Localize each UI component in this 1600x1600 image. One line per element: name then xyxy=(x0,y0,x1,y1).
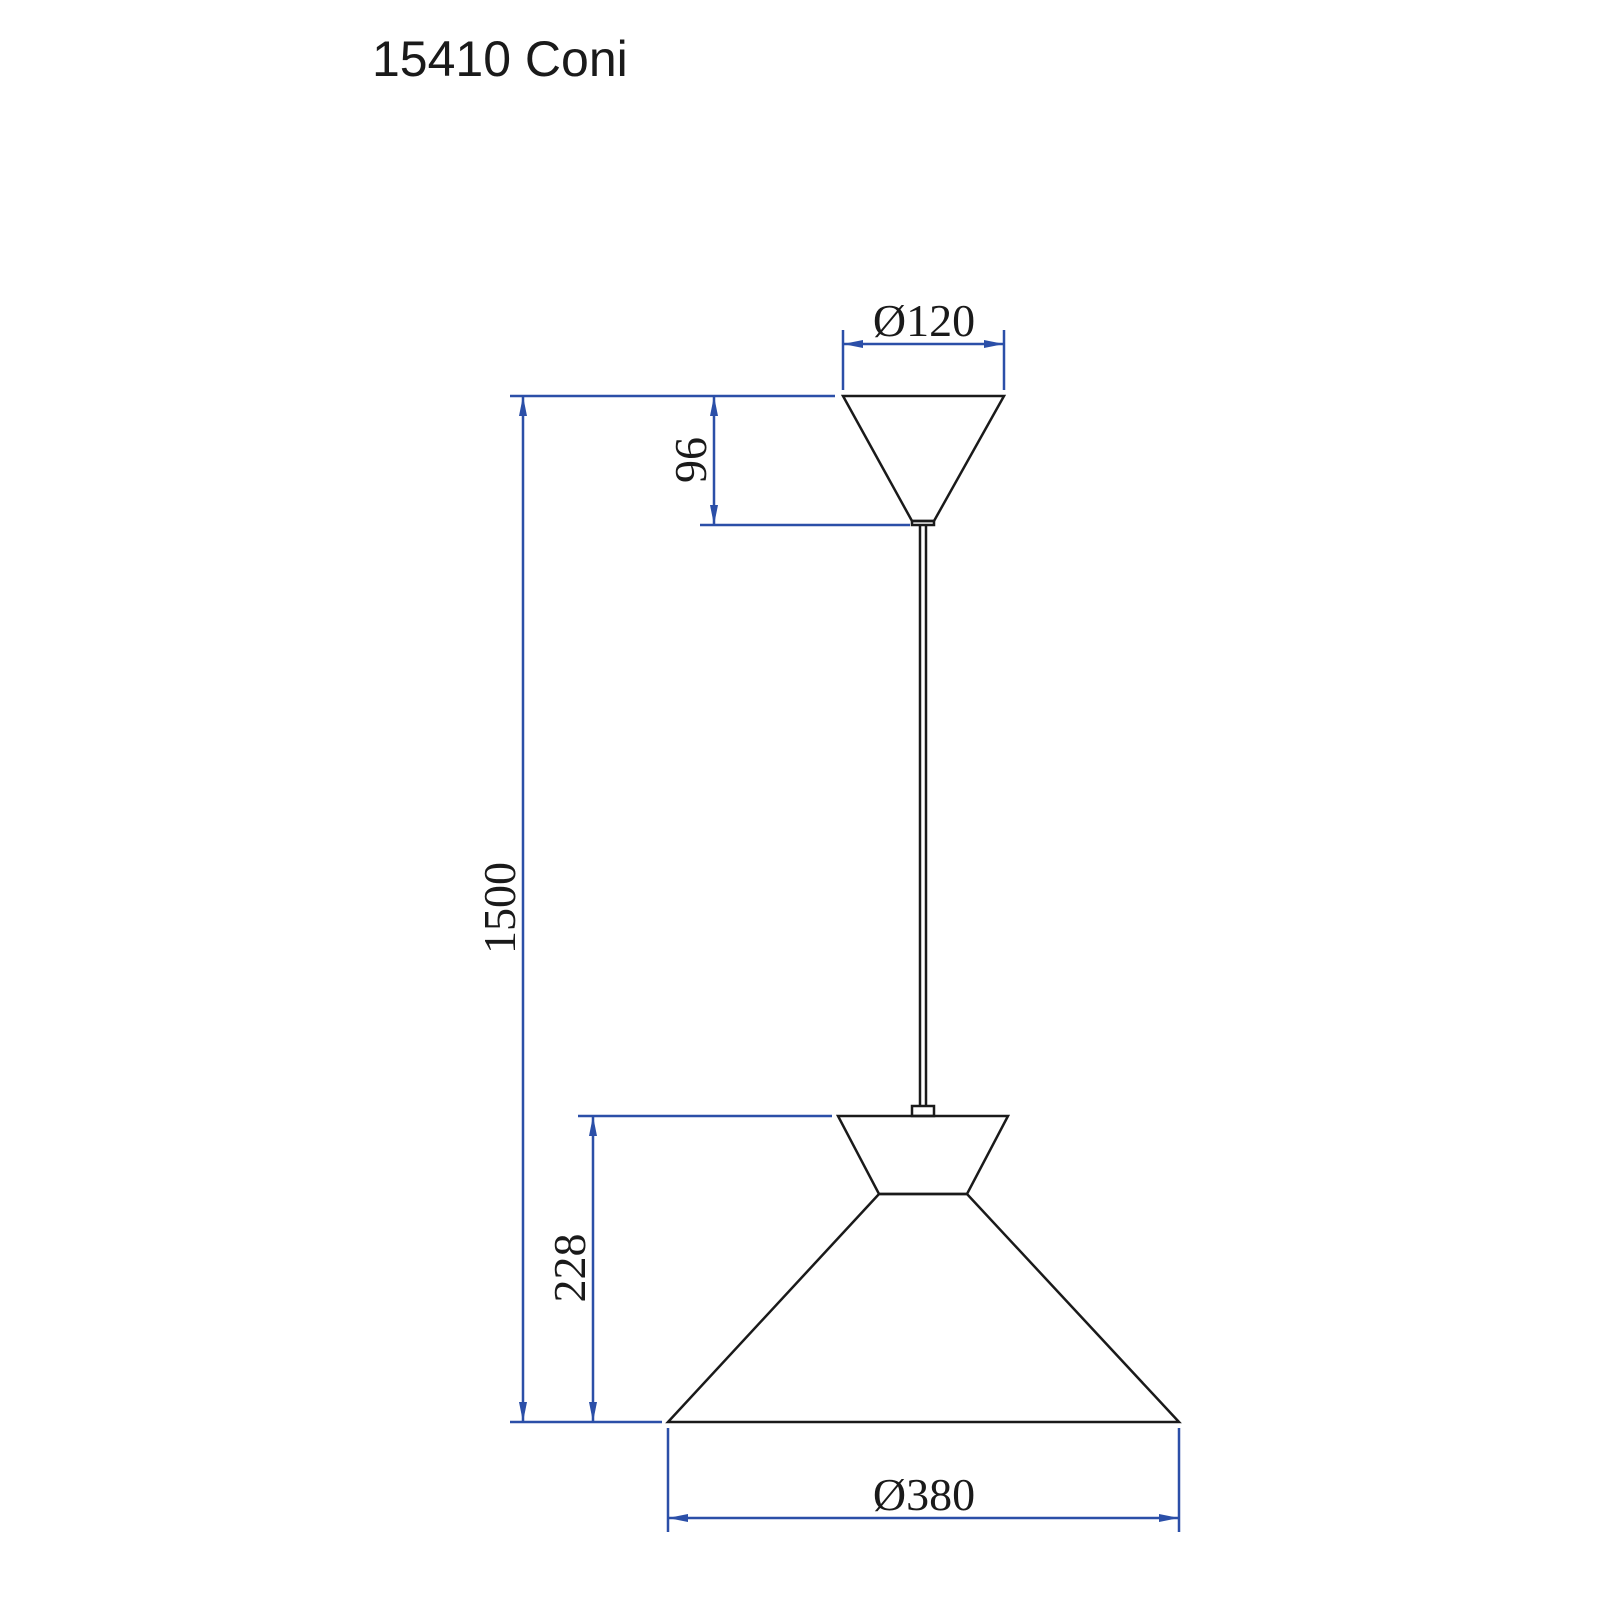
label-shade-height: 228 xyxy=(544,1234,595,1303)
shade-top-cone xyxy=(835,1114,1011,1196)
dimension-canopy-diameter: Ø120 xyxy=(841,295,1006,390)
shade-lower-cone xyxy=(665,1192,1182,1424)
dimension-total-height: 1500 xyxy=(474,396,527,1422)
dimension-canopy-height: 96 xyxy=(510,394,910,527)
shade-connector xyxy=(910,1104,936,1118)
ceiling-canopy xyxy=(840,394,1007,523)
label-shade-diameter: Ø380 xyxy=(873,1469,975,1520)
lamp-outline xyxy=(665,394,1182,1424)
product-title: 15410 Coni xyxy=(372,31,628,87)
label-canopy-height: 96 xyxy=(665,437,716,483)
label-total-height: 1500 xyxy=(474,862,525,954)
dimension-shade-height: 228 xyxy=(510,1114,832,1424)
dimension-shade-diameter: Ø380 xyxy=(666,1428,1181,1532)
label-canopy-diameter: Ø120 xyxy=(873,295,975,346)
canopy-cord-grip xyxy=(910,519,936,527)
dimensions: Ø120 96 1500 228 Ø380 xyxy=(474,295,1181,1532)
